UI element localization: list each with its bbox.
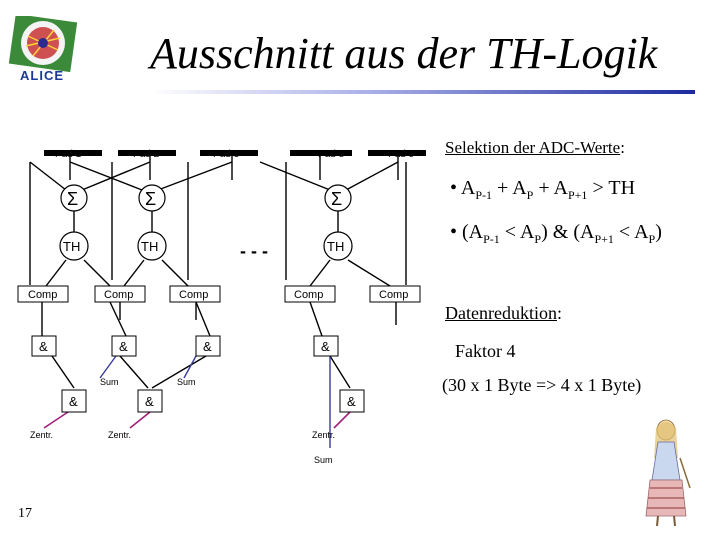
comp-label-5: Comp [379,289,408,301]
reduction-heading-colon: : [556,303,562,323]
and-gate-6 [137,389,163,413]
comp-label-1: Comp [28,289,57,301]
and-label-4: & [321,339,330,354]
formula-2-part-c: ) & (A [541,221,595,243]
and-gate-4 [313,335,339,357]
th-logic-diagram: Pad 1 Pad 2 Pad 3 Pad 8 Pad 9 [17,149,426,465]
comp-label-2: Comp [104,289,133,301]
formula-2-sub-3: P+1 [594,232,614,246]
logo-text: ALICE [20,68,64,83]
formula-2-part-a: (A [462,221,484,243]
slide-number: 17 [18,506,32,521]
and-label-1: & [39,339,48,354]
pad-label-8: Pad 8 [318,149,345,160]
pad-label-3: Pad 3 [213,149,240,160]
and-gate-7 [339,389,365,413]
pad-bar-8 [290,150,352,156]
pad-bar-1 [44,150,102,156]
sum-label-2: Sum [177,377,196,387]
comp-box-2 [94,285,146,303]
pad-label-9: Pad 9 [388,149,415,160]
selection-bullet-1: • AP-1 + AP + AP+1 > TH [450,177,635,203]
and-label-3: & [203,339,212,354]
sigma-symbol-2: Σ [145,189,156,209]
comp-box-3 [169,285,221,303]
sum-label-3: Sum [314,455,333,465]
decorative-figure [645,419,691,527]
and-gate-3 [195,335,221,357]
and-label-7: & [347,394,356,409]
ellipsis-dashes: - - - [240,241,268,261]
sigma-symbol-3: Σ [331,189,342,209]
zentr-label-3: Zentr. [312,430,335,440]
sum-node-2 [138,184,166,212]
formula-1-part-a: A [460,177,476,199]
comp-box-5 [369,285,421,303]
alice-logo [8,16,78,73]
pad-bar-9 [368,150,426,156]
comp-box-1 [17,285,69,303]
th-node-2 [137,231,167,261]
sigma-symbol-1: Σ [67,189,78,209]
title-rule [150,90,695,94]
reduction-factor: Faktor 4 [455,341,516,361]
formula-2-sub-2: P [534,232,542,246]
th-label-2: TH [141,239,158,254]
selection-heading: Selektion der ADC-Werte: [445,138,625,158]
and-label-5: & [69,394,78,409]
slide-title: Ausschnitt aus der TH-Logik [150,29,658,78]
formula-1-sub-2: P [526,188,534,202]
selection-heading-colon: : [620,138,625,157]
comp-box-4 [284,285,336,303]
sum-node-1 [60,184,88,212]
formula-2-part-d: < A [613,221,649,243]
th-node-3 [323,231,353,261]
bullet-dot-1: • [450,177,458,199]
sum-node-3 [324,184,352,212]
pad-label-1: Pad 1 [55,149,82,160]
th-label-1: TH [63,239,80,254]
and-gate-2 [111,335,137,357]
formula-1-part-c: + A [533,177,568,199]
formula-1-sub-3: P+1 [567,188,588,202]
formula-1-part-b: + A [492,177,527,199]
pad-label-2: Pad 2 [133,149,160,160]
formula-2-part-e: ) [655,221,662,243]
formula-1-part-d: > TH [587,177,636,199]
reduction-heading-text: Datenreduktion [445,303,557,323]
and-gate-5 [61,389,87,413]
formula-1-sub-1: P-1 [475,188,493,202]
formula-2-part-b: < A [499,221,535,243]
zentr-label-2: Zentr. [108,430,131,440]
pad-bar-3 [200,150,258,156]
and-gate-1 [31,335,57,357]
formula-2-sub-4: P [648,232,656,246]
and-label-2: & [119,339,128,354]
zentr-label-1: Zentr. [30,430,53,440]
sum-label-1: Sum [100,377,119,387]
reduction-detail: (30 x 1 Byte => 4 x 1 Byte) [442,375,642,395]
pad-bar-2 [118,150,176,156]
th-label-3: TH [327,239,344,254]
bullet-dot-2: • [450,221,458,243]
and-label-6: & [145,394,154,409]
reduction-heading: Datenreduktion: [445,303,562,324]
selection-bullet-2: • (AP-1 < AP) & (AP+1 < AP) [450,221,662,247]
formula-2-sub-1: P-1 [483,232,500,246]
th-node-1 [59,231,89,261]
selection-heading-text: Selektion der ADC-Werte [445,138,621,157]
comp-label-3: Comp [179,289,208,301]
comp-label-4: Comp [294,289,323,301]
